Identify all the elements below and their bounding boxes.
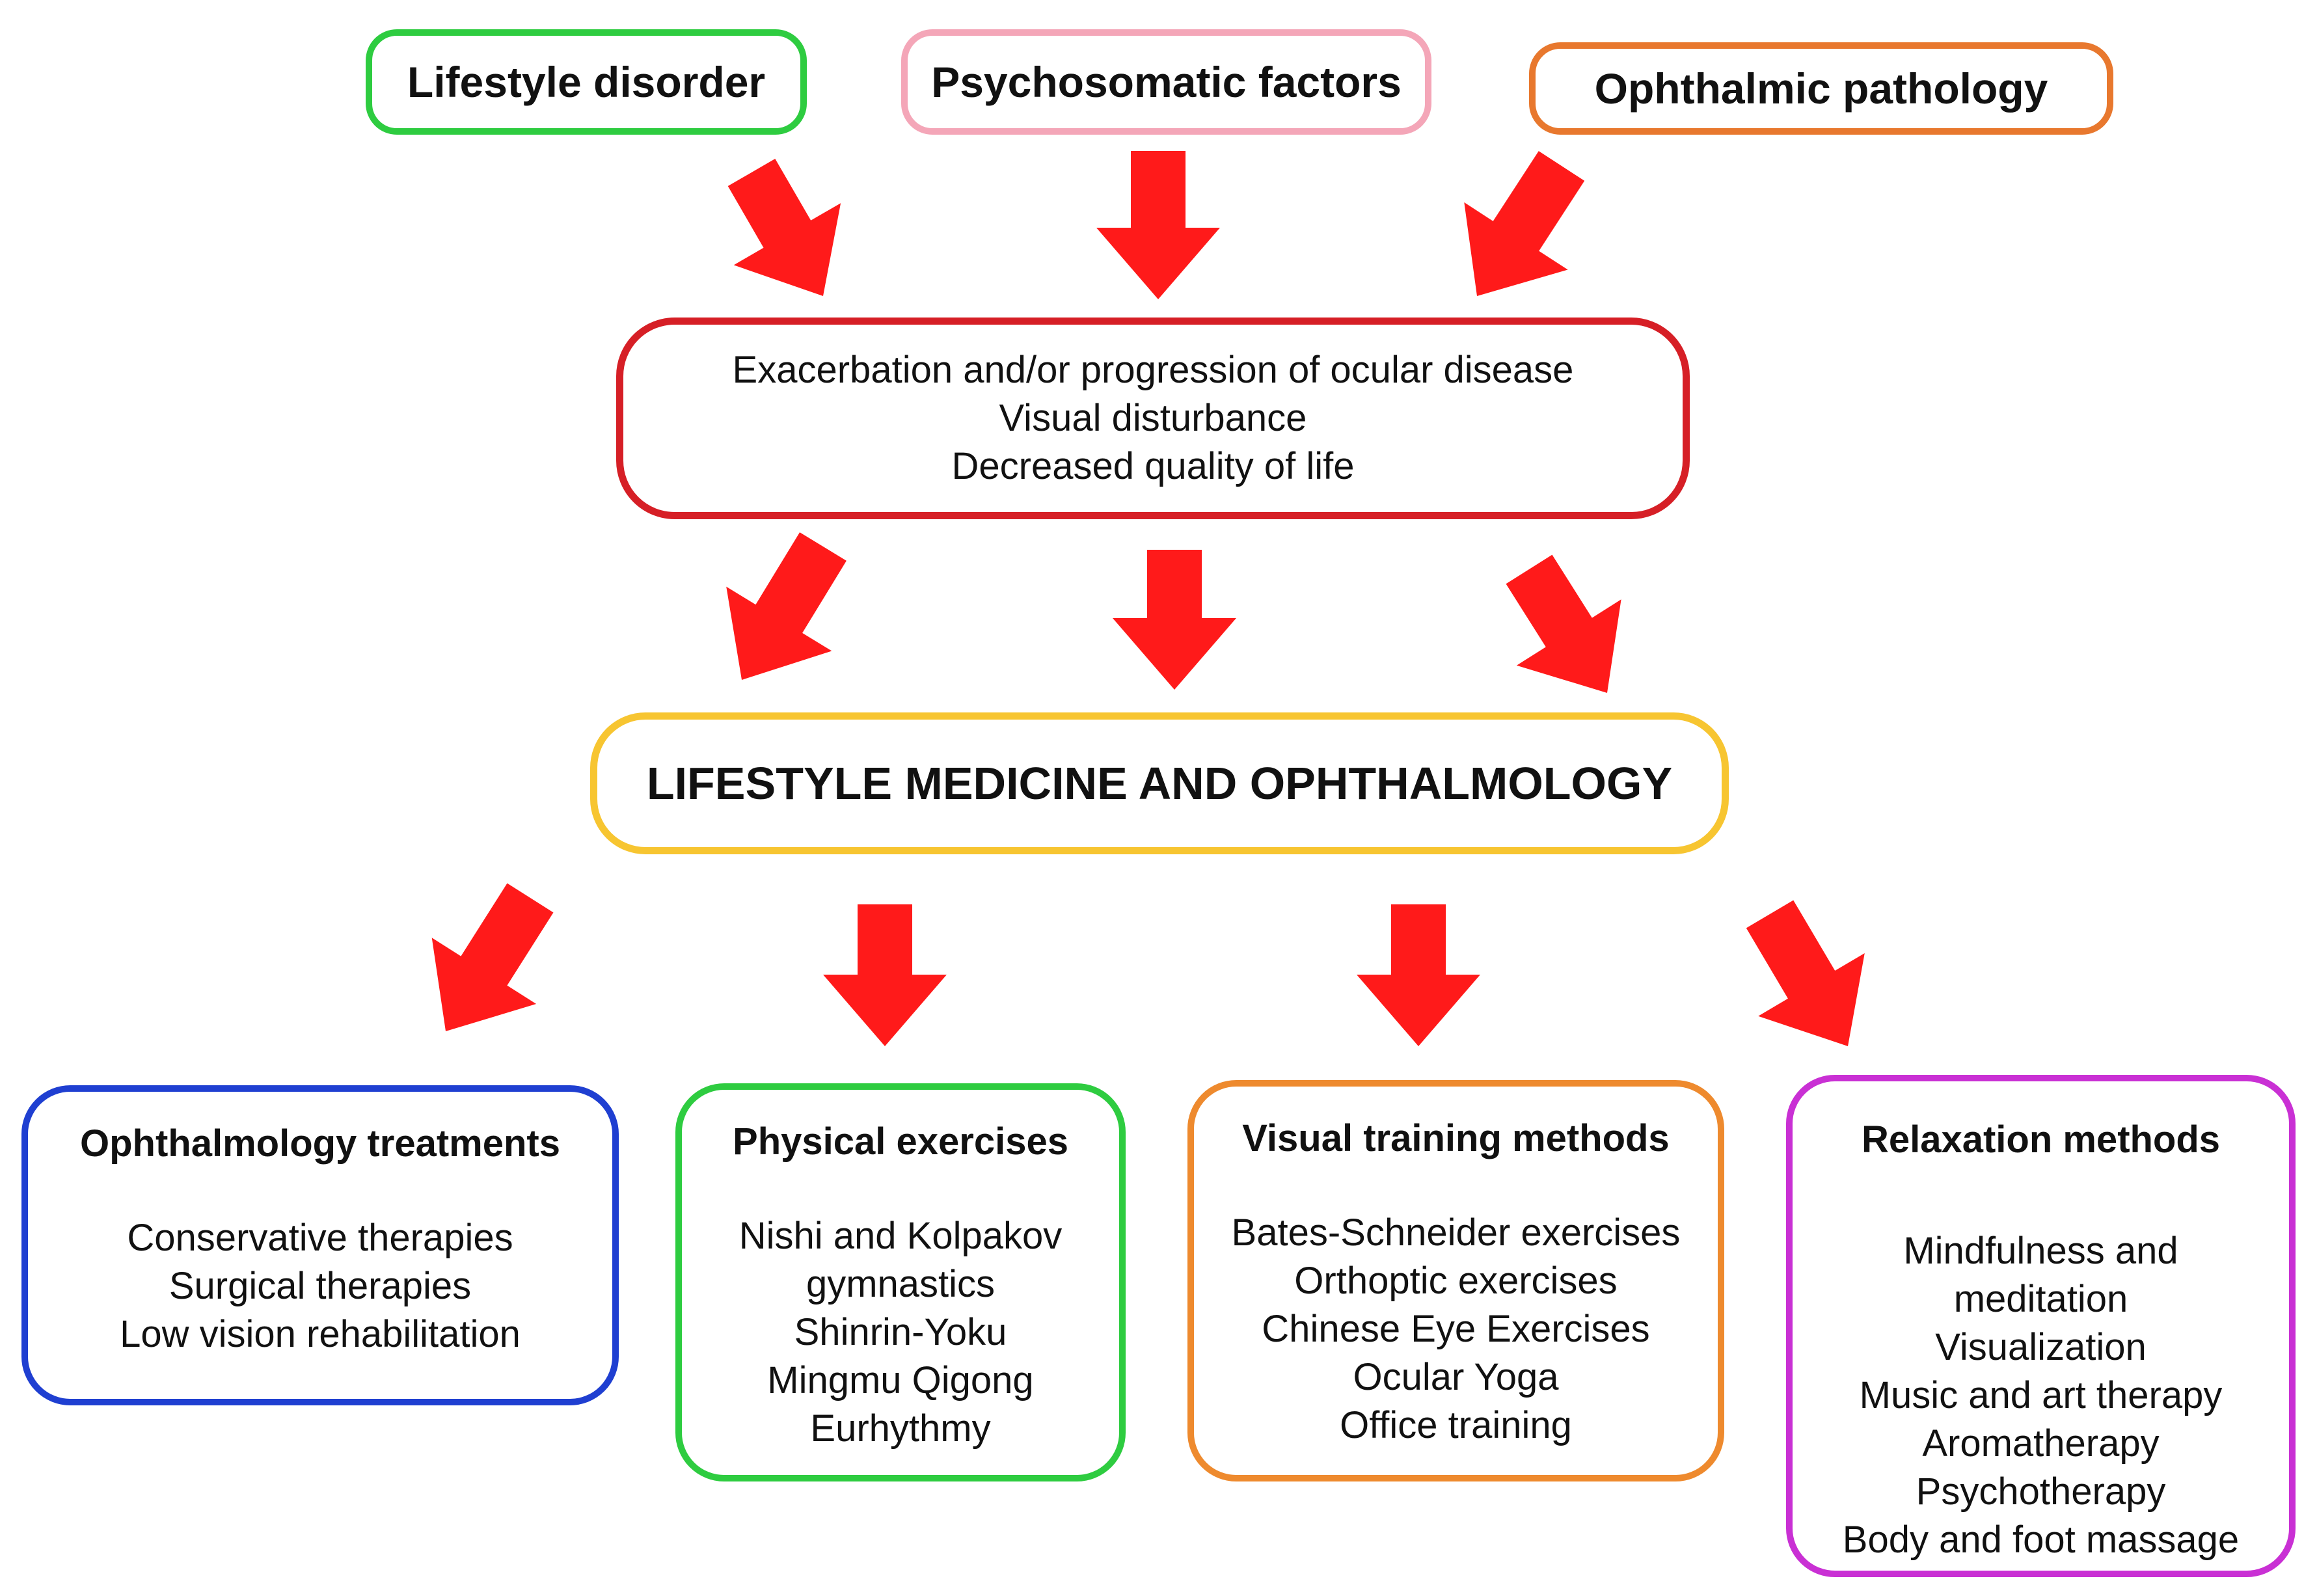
approach-item: Music and art therapy (1859, 1374, 2223, 1416)
approach-box-ophthalmology-treatments: Ophthalmology treatments Conservative th… (21, 1085, 619, 1405)
approach-title: Relaxation methods (1861, 1118, 2221, 1161)
cause-box-lifestyle-disorder: Lifestyle disorder (366, 29, 807, 135)
arrow-central-ophthalmology-icon (431, 883, 554, 1031)
approach-item: Mingmu Qigong (767, 1359, 1034, 1401)
approach-box-physical-exercises: Physical exercises Nishi and Kolpakov gy… (675, 1083, 1126, 1481)
arrow-central-relaxation-icon (1746, 900, 1865, 1046)
effect-line: Decreased quality of life (951, 445, 1355, 487)
cause-box-psychosomatic-factors: Psychosomatic factors (901, 29, 1431, 135)
cause-label: Psychosomatic factors (931, 58, 1402, 106)
cause-label: Lifestyle disorder (407, 58, 766, 106)
approach-item: meditation (1953, 1278, 2128, 1320)
approach-item: Nishi and Kolpakov (738, 1215, 1063, 1257)
arrow-effects-right-icon (1506, 554, 1621, 693)
arrow-cause-ophthalmic-icon (1464, 151, 1585, 296)
approach-item: Office training (1340, 1404, 1572, 1446)
cause-box-ophthalmic-pathology: Ophthalmic pathology (1529, 42, 2113, 135)
central-label: LIFESTYLE MEDICINE AND OPHTHALMOLOGY (646, 758, 1673, 809)
approach-item: Low vision rehabilitation (120, 1313, 521, 1355)
approach-item: Aromatherapy (1922, 1422, 2160, 1465)
arrow-central-visual-icon (1357, 904, 1480, 1046)
approach-title: Physical exercises (733, 1120, 1068, 1163)
approach-title: Visual training methods (1242, 1117, 1670, 1159)
effect-line: Visual disturbance (999, 397, 1307, 439)
approach-item: Bates-Schneider exercises (1231, 1211, 1681, 1254)
effects-box: Exacerbation and/or progression of ocula… (616, 318, 1690, 519)
arrow-cause-psychosomatic-icon (1096, 151, 1220, 299)
approach-item: Conservative therapies (127, 1217, 513, 1259)
approach-box-visual-training-methods: Visual training methods Bates-Schneider … (1187, 1080, 1724, 1481)
approach-box-relaxation-methods: Relaxation methods Mindfulness and medit… (1786, 1075, 2296, 1577)
approach-item: Orthoptic exercises (1294, 1260, 1618, 1302)
approach-item: Shinrin-Yoku (794, 1311, 1007, 1353)
approach-title: Ophthalmology treatments (80, 1122, 560, 1165)
approach-item: Visualization (1935, 1326, 2147, 1368)
cause-label: Ophthalmic pathology (1594, 64, 2048, 113)
approach-item: Ocular Yoga (1353, 1356, 1559, 1398)
approach-list: Mindfulness and meditation Visualization… (1843, 1227, 2239, 1564)
approach-item: Psychotherapy (1916, 1470, 2166, 1513)
approach-item: Mindfulness and (1903, 1230, 2178, 1272)
approach-list: Bates-Schneider exercises Orthoptic exer… (1232, 1209, 1681, 1450)
arrow-cause-lifestyle-icon (727, 159, 841, 296)
approach-item: Eurhythmy (810, 1407, 991, 1450)
approach-list: Conservative therapies Surgical therapie… (120, 1214, 521, 1359)
approach-item: Surgical therapies (169, 1265, 472, 1307)
arrow-effects-center-icon (1113, 550, 1236, 690)
central-box: LIFESTYLE MEDICINE AND OPHTHALMOLOGY (590, 712, 1729, 854)
effect-line: Exacerbation and/or progression of ocula… (732, 349, 1574, 391)
arrow-central-physical-icon (823, 904, 947, 1046)
arrow-effects-left-icon (726, 532, 847, 680)
approach-item: Chinese Eye Exercises (1262, 1308, 1650, 1350)
approach-item: Body and foot massage (1842, 1519, 2240, 1561)
approach-item: gymnastics (806, 1263, 996, 1305)
approach-list: Nishi and Kolpakov gymnastics Shinrin-Yo… (739, 1212, 1063, 1453)
